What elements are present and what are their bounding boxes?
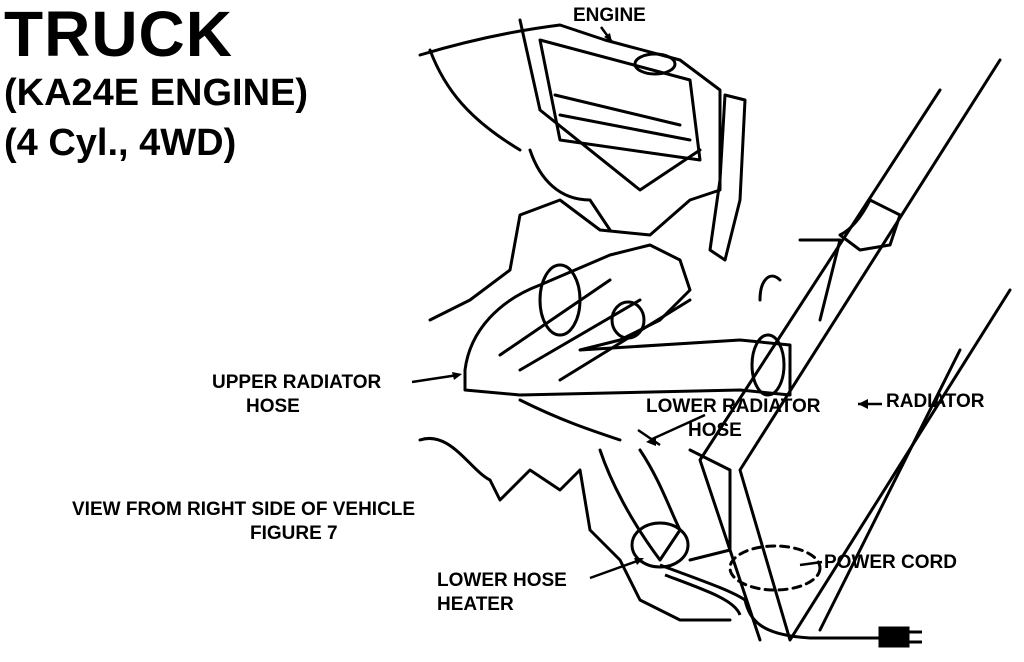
label-heater-1: LOWER HOSE: [437, 570, 567, 591]
bracket: [708, 93, 747, 262]
title-line-1: TRUCK: [4, 0, 233, 70]
label-radiator: RADIATOR: [886, 391, 985, 412]
label-heater-2: HEATER: [437, 594, 514, 615]
title-line-2: (KA24E ENGINE): [4, 72, 309, 114]
lower-radiator-hose: [598, 448, 682, 562]
label-power-cord: POWER CORD: [824, 552, 957, 573]
plug: [878, 626, 910, 648]
label-lower-hose-2: HOSE: [688, 420, 742, 441]
title-line-3: (4 Cyl., 4WD): [4, 122, 237, 164]
heater-body: [630, 521, 690, 569]
label-upper-hose-2: HOSE: [246, 396, 300, 417]
radiator: [738, 58, 1012, 642]
label-upper-hose-1: UPPER RADIATOR: [212, 372, 382, 393]
engine-block: [418, 23, 722, 322]
upper-radiator-hose: [463, 243, 792, 397]
power-cord: [659, 563, 880, 640]
page-title: TRUCK (KA24E ENGINE) (4 Cyl., 4WD): [4, 2, 308, 162]
label-view-2: FIGURE 7: [250, 523, 338, 544]
label-view-1: VIEW FROM RIGHT SIDE OF VEHICLE: [72, 499, 416, 520]
label-engine: ENGINE: [573, 5, 646, 26]
oil-cap: [633, 52, 677, 76]
label-lower-hose-1: LOWER RADIATOR: [646, 396, 821, 417]
valve-cover: [538, 38, 702, 162]
